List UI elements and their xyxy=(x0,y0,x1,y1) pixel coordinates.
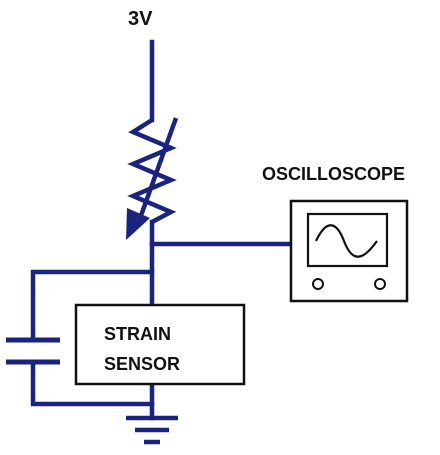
supply-voltage-label: 3V xyxy=(128,8,153,30)
capacitor-top-wire xyxy=(30,269,155,343)
strain-sensor-label-line2: SENSOR xyxy=(104,354,181,374)
capacitor-bottom-wire xyxy=(30,359,155,407)
wiper-arrow-head xyxy=(126,208,150,240)
oscilloscope-label: OSCILLOSCOPE xyxy=(262,164,406,184)
sine-wave-icon xyxy=(315,224,378,258)
strain-sensor-label-line1: STRAIN xyxy=(104,324,171,344)
ground-symbol xyxy=(126,415,178,445)
circuit-wires xyxy=(30,39,301,421)
potentiometer-symbol xyxy=(126,117,179,240)
oscilloscope-screen xyxy=(306,212,389,268)
strain-sensor-box xyxy=(74,303,246,386)
strain-sensor-label: STRAIN SENSOR xyxy=(104,319,180,379)
wiper-arrow-shaft xyxy=(135,117,179,225)
oscilloscope-knob-left xyxy=(312,278,324,290)
oscilloscope-icon xyxy=(289,199,409,303)
oscilloscope-knob-right xyxy=(374,278,386,290)
capacitor-symbol xyxy=(6,337,60,365)
